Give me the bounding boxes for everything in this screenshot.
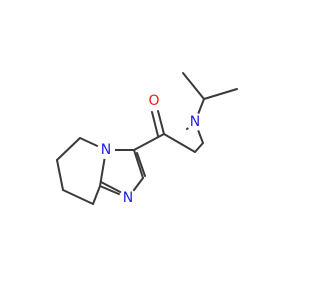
bond [56,159,64,191]
bond [163,133,196,153]
bond [151,111,159,137]
bond [62,189,94,205]
bond [133,133,165,151]
atom-label-n-imidazole: N [123,190,133,206]
bond [100,181,125,195]
atom-label-n-amide: N [190,114,200,130]
atom-label-o-carbonyl: O [148,93,159,109]
molecule-canvas: N O N N [56,72,238,207]
bond [56,137,81,161]
atom-o-carbonyl: O [145,92,163,110]
atom-n-amide: N [186,113,204,131]
bond [182,72,205,100]
bond [136,152,146,177]
bond [203,88,238,100]
bond-layer [56,72,238,205]
atom-layer: N O N N [97,92,204,207]
atom-label-n-ring-bridge: N [101,142,111,158]
bond [194,142,204,153]
molecule-structure: N O N N [56,72,238,207]
atom-n-imidazole: N [119,189,137,207]
atom-n-ring-bridge: N [97,141,115,159]
bond [92,185,101,205]
bond [157,110,165,135]
bond [133,149,144,179]
